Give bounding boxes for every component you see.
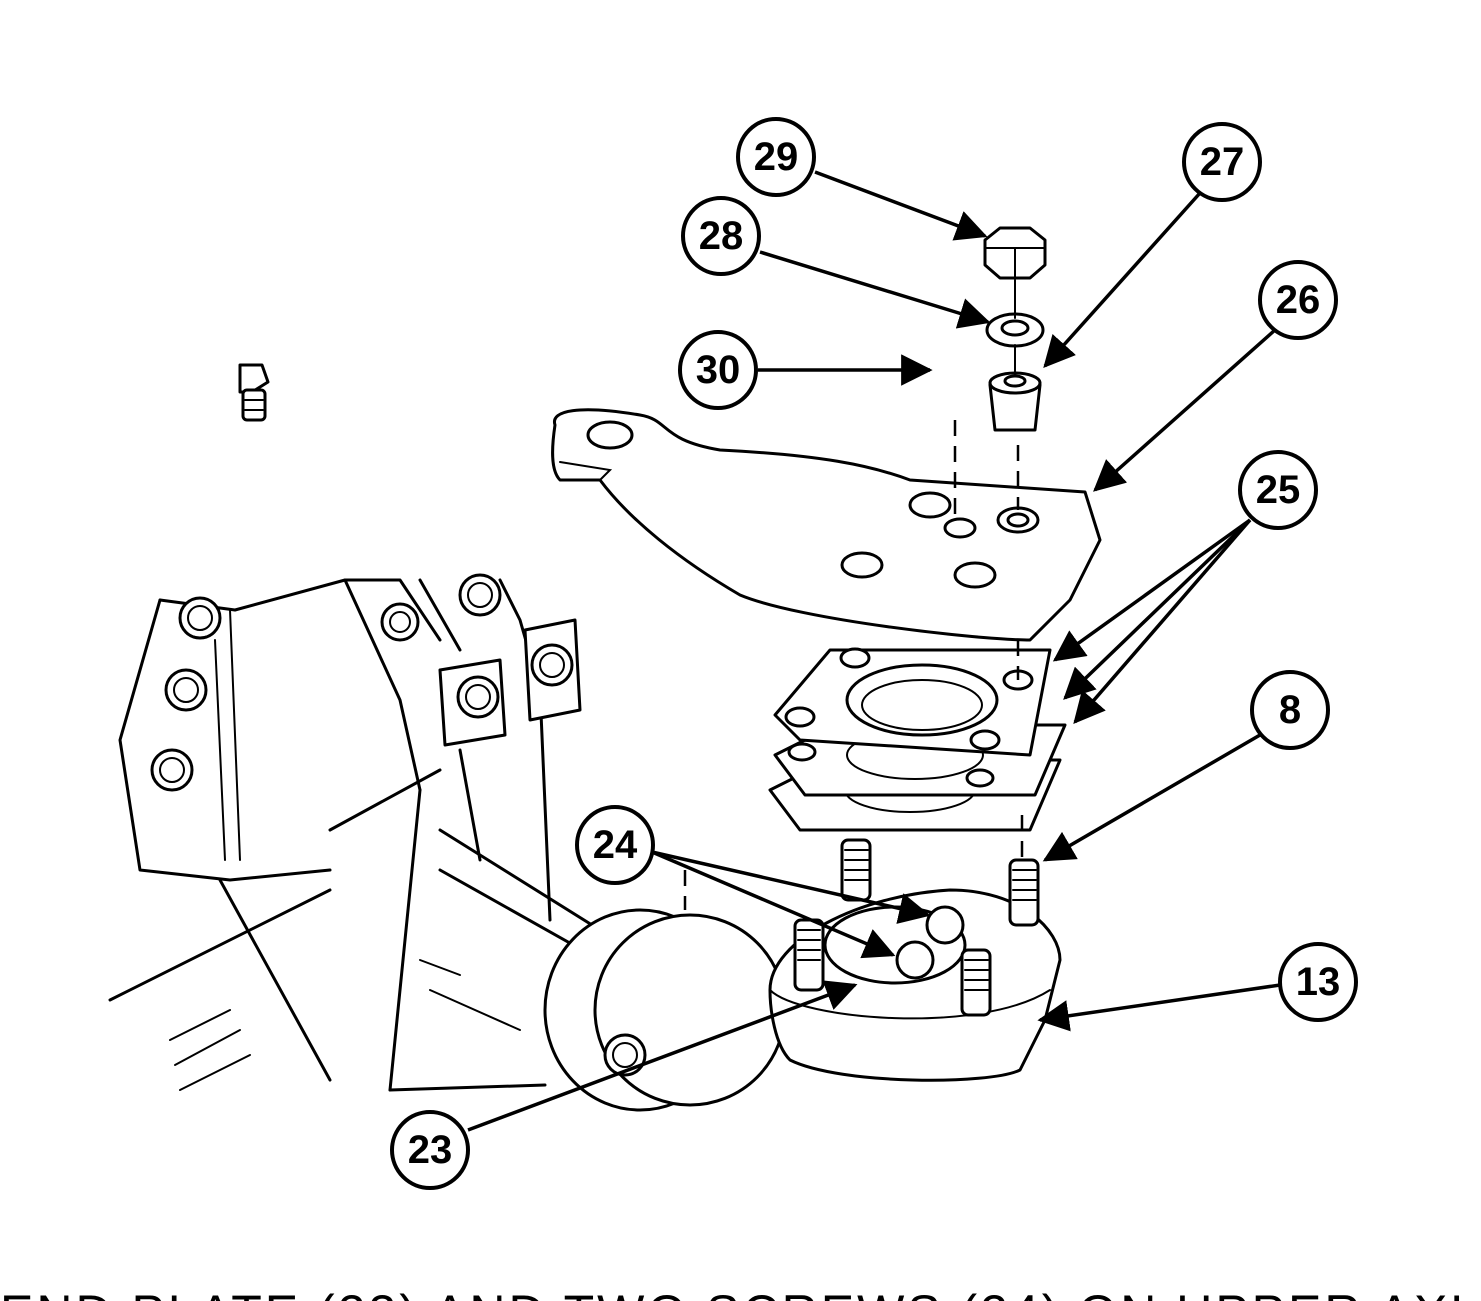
leader-lines xyxy=(467,170,1281,1132)
figure-caption: END PLATE (23) AND TWO SCREWS (24) ON UP… xyxy=(0,1285,1481,1301)
bushing-27 xyxy=(988,371,1042,432)
screw-head-24 xyxy=(925,905,965,945)
svg-text:24: 24 xyxy=(593,823,638,867)
stud-8 xyxy=(960,948,992,1017)
callout-13: 13 xyxy=(1278,942,1358,1022)
callout-26: 26 xyxy=(1258,260,1338,340)
axle-frame-assembly xyxy=(108,573,787,1112)
svg-text:25: 25 xyxy=(1256,468,1301,512)
frame-bolt-head xyxy=(530,643,574,687)
frame-bolt-head xyxy=(380,602,420,642)
callout-29: 29 xyxy=(736,117,816,197)
svg-text:13: 13 xyxy=(1296,960,1341,1004)
frame-bolt-head xyxy=(458,573,502,617)
svg-text:27: 27 xyxy=(1200,140,1245,184)
svg-text:30: 30 xyxy=(696,348,741,392)
svg-text:8: 8 xyxy=(1279,688,1301,732)
shim-stack-25 xyxy=(768,647,1067,832)
stud-8 xyxy=(840,838,872,902)
assembly-center-lines xyxy=(683,279,1024,910)
lube-fitting-30 xyxy=(238,363,270,422)
callout-24: 24 xyxy=(575,805,655,885)
frame-bolt-head xyxy=(164,668,208,712)
stud-8 xyxy=(1008,858,1040,927)
svg-text:28: 28 xyxy=(699,214,744,258)
callout-28: 28 xyxy=(681,196,761,276)
svg-text:23: 23 xyxy=(408,1128,453,1172)
axle-ball-stud-base xyxy=(768,838,1062,1082)
frame-bolt-head xyxy=(178,596,222,640)
screw-head-24 xyxy=(895,940,935,980)
callout-23: 23 xyxy=(390,1110,470,1190)
svg-text:26: 26 xyxy=(1276,278,1321,322)
callout-25: 25 xyxy=(1238,450,1318,530)
steering-arm-26 xyxy=(551,408,1102,642)
bolt-29 xyxy=(983,226,1047,280)
svg-text:29: 29 xyxy=(754,135,799,179)
callout-8: 8 xyxy=(1250,670,1330,750)
callout-27: 27 xyxy=(1182,122,1262,202)
frame-bolt-head xyxy=(150,748,194,792)
stud-8 xyxy=(793,918,825,992)
callout-30: 30 xyxy=(678,330,758,410)
frame-bolt-head xyxy=(456,675,500,719)
flange-bolt-head xyxy=(603,1033,647,1077)
